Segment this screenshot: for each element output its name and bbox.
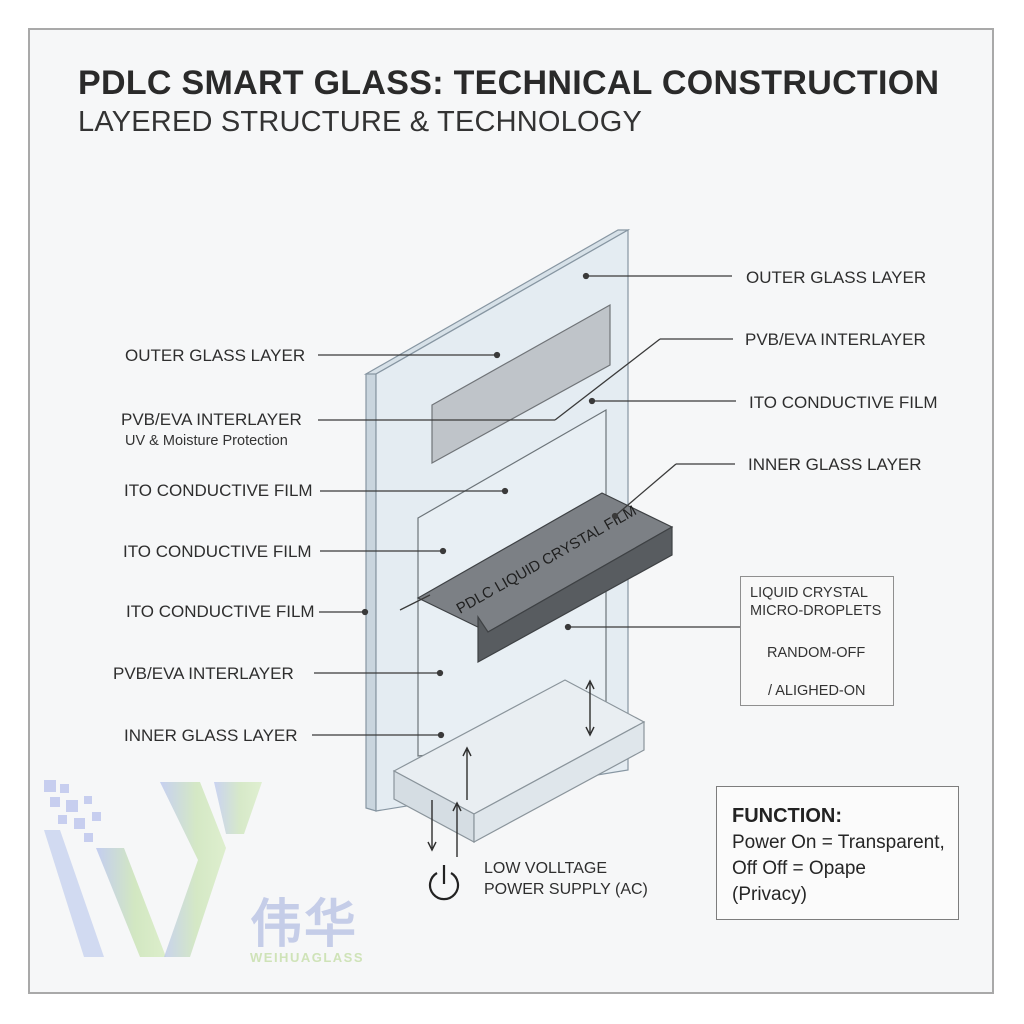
current-arrows <box>427 679 595 857</box>
left-label-ito-film-2: ITO CONDUCTIVE FILM <box>123 542 312 561</box>
right-label-pvb-eva: PVB/EVA INTERLAYER <box>745 330 926 349</box>
diagram-title: PDLC SMART GLASS: TECHNICAL CONSTRUCTION <box>78 64 940 102</box>
right-leaders <box>399 272 740 631</box>
left-label-pvb-eva-2: PVB/EVA INTERLAYER <box>113 664 294 683</box>
right-label-ito-film: ITO CONDUCTIVE FILM <box>749 393 938 412</box>
function-box: FUNCTION: Power On = Transparent, Off Of… <box>716 786 959 920</box>
left-leaders <box>312 338 661 739</box>
function-line3: (Privacy) <box>732 884 807 905</box>
logo-chinese-text: 伟华 <box>250 895 359 955</box>
power-supply-line2: POWER SUPPLY (AC) <box>484 881 648 898</box>
left-label-pvb-eva: PVB/EVA INTERLAYER <box>121 410 302 429</box>
right-label-inner-glass: INNER GLASS LAYER <box>748 455 922 474</box>
pdlc-film <box>416 492 674 664</box>
inset-state-off: RANDOM-OFF <box>767 645 866 661</box>
diagram-subtitle: LAYERED STRUCTURE & TECHNOLOGY <box>78 106 643 138</box>
base-block <box>392 679 646 844</box>
left-label-inner-glass: INNER GLASS LAYER <box>124 726 298 745</box>
function-line2: Off Off = Opape <box>732 858 866 879</box>
weihua-logo-mark <box>44 780 262 957</box>
left-label-ito-film-1: ITO CONDUCTIVE FILM <box>124 481 313 500</box>
function-heading: FUNCTION: <box>732 805 842 827</box>
left-label-ito-film-3: ITO CONDUCTIVE FILM <box>126 602 315 621</box>
power-icon <box>428 865 460 901</box>
droplet-inset-box: LIQUID CRYSTAL MICRO-DROPLETS RANDOM-OFF… <box>740 576 894 706</box>
inset-state-on: / ALIGHED-ON <box>768 683 866 699</box>
left-sublabel-uv-protection: UV & Moisture Protection <box>125 433 288 449</box>
function-line1: Power On = Transparent, <box>732 832 945 853</box>
pvb-band <box>431 303 611 465</box>
logo-english-text: WEIHUAGLASS <box>250 950 364 965</box>
right-label-outer-glass: OUTER GLASS LAYER <box>746 268 927 287</box>
inset-title-line2: MICRO-DROPLETS <box>750 603 882 619</box>
inset-title-line1: LIQUID CRYSTAL <box>750 585 868 601</box>
power-supply-line1: LOW VOLLTAGE <box>484 860 607 877</box>
left-label-outer-glass: OUTER GLASS LAYER <box>125 346 306 365</box>
